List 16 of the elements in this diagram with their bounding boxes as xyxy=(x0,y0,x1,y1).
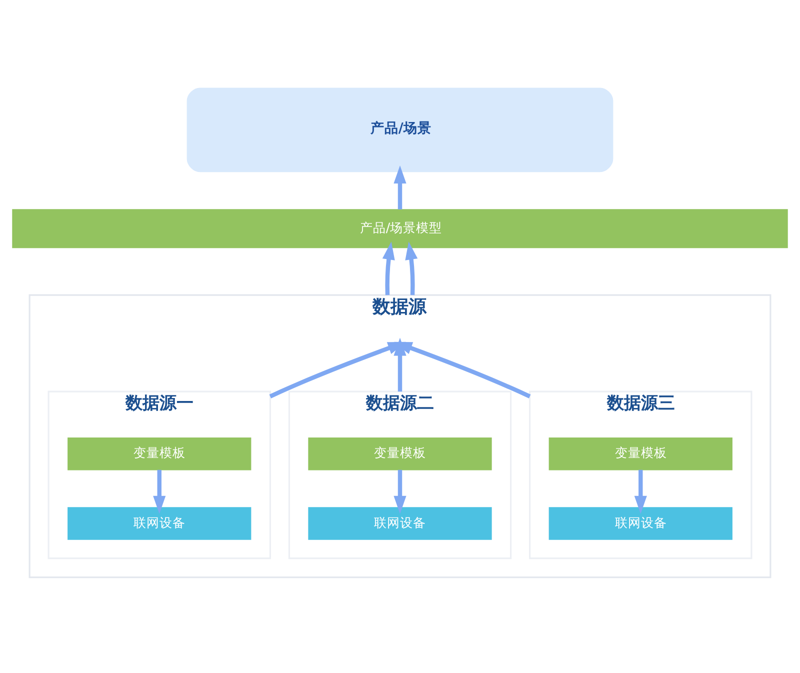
arrow xyxy=(394,164,406,209)
node-box: 变量模板 xyxy=(548,437,732,470)
arrow xyxy=(634,469,647,514)
arrow xyxy=(153,469,166,514)
arrow xyxy=(394,469,406,514)
node-box: 联网设备 xyxy=(548,506,732,540)
node-box: 联网设备 xyxy=(308,506,492,540)
node-box: 变量模板 xyxy=(68,437,252,470)
arrow xyxy=(269,341,406,398)
arrow xyxy=(405,241,418,295)
node-box: 联网设备 xyxy=(68,506,252,540)
arrow xyxy=(382,241,395,295)
node-box: 变量模板 xyxy=(308,437,492,470)
node-box: 产品/场景模型 xyxy=(12,208,788,248)
node-box: 产品/场景 xyxy=(186,87,614,172)
arrow xyxy=(394,337,406,392)
